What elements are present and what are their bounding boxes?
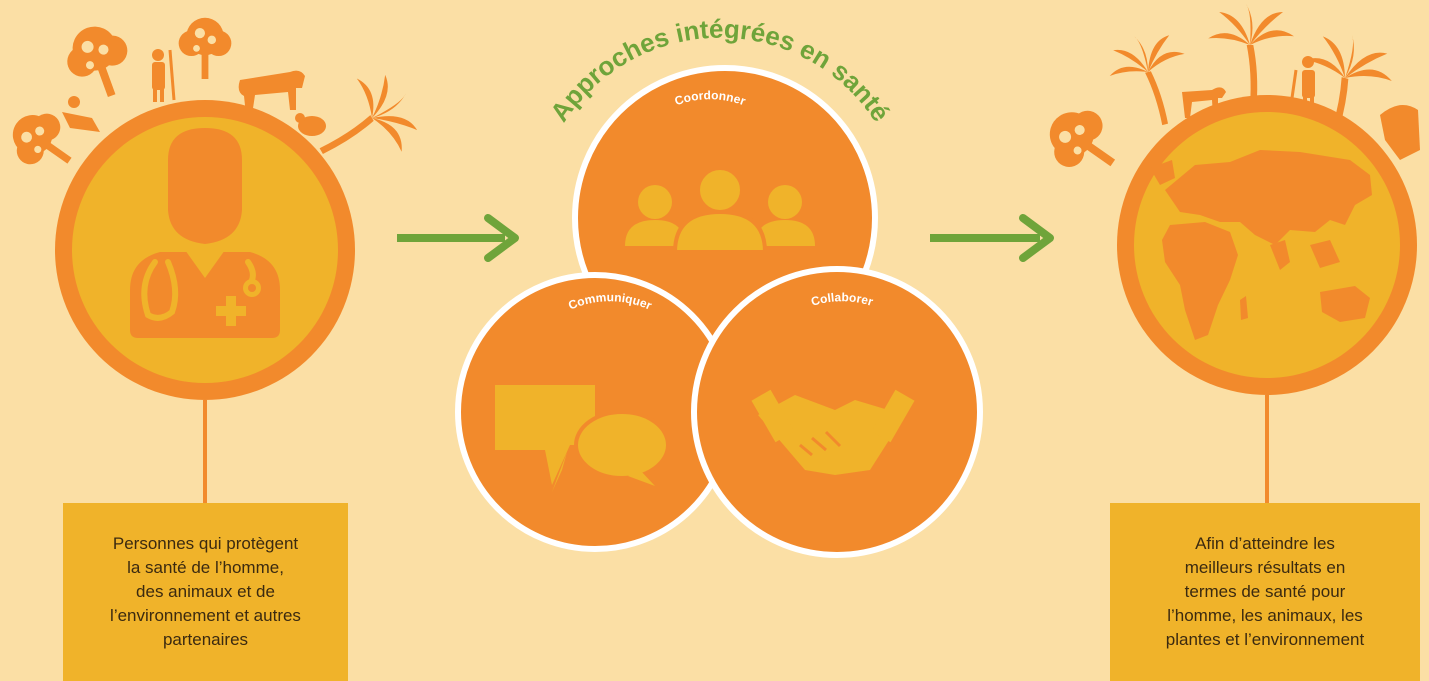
arrow-right-icon	[930, 214, 1054, 262]
right-caption-line: meilleurs résultats en	[1184, 558, 1346, 577]
right-caption-box: Afin d’atteindre les meilleurs résultats…	[1110, 503, 1420, 681]
people-group-icon	[625, 166, 815, 254]
left-caption-line: l’environnement et autres	[110, 606, 301, 625]
arrow-right-icon	[397, 214, 519, 262]
left-caption-line: des animaux et de	[136, 582, 275, 601]
left-caption-line: la santé de l’homme,	[127, 558, 284, 577]
label-coordonner: Coordonner	[673, 88, 748, 108]
handshake-icon	[751, 389, 915, 475]
tree-icon	[1036, 96, 1131, 189]
hen-icon	[295, 113, 326, 136]
speech-bubbles-icon	[495, 385, 670, 492]
right-globe-group	[1036, 3, 1420, 505]
stethoscope-icon	[141, 259, 261, 321]
left-caption-line: partenaires	[162, 630, 249, 649]
farmer-icon	[1380, 105, 1420, 160]
farmer-icon	[152, 49, 176, 102]
farmer-icon	[62, 96, 100, 132]
label-collaborer: Collaborer	[809, 290, 875, 309]
center-venn: Coordonner Communiquer Collaborer	[455, 14, 983, 558]
world-map-icon	[1150, 150, 1372, 340]
left-globe-group	[0, 17, 431, 505]
left-caption-box: Personnes qui protègent la santé de l’ho…	[63, 503, 348, 681]
right-caption-line: termes de santé pour	[1184, 582, 1346, 601]
cow-icon	[238, 70, 305, 115]
right-caption-line: l’homme, les animaux, les	[1167, 606, 1363, 625]
right-caption-line: Afin d’atteindre les	[1195, 534, 1335, 553]
medical-cross-icon	[216, 296, 246, 326]
left-caption-line: Personnes qui protègent	[112, 534, 299, 553]
right-caption-line: plantes et l’environnement	[1165, 630, 1365, 649]
